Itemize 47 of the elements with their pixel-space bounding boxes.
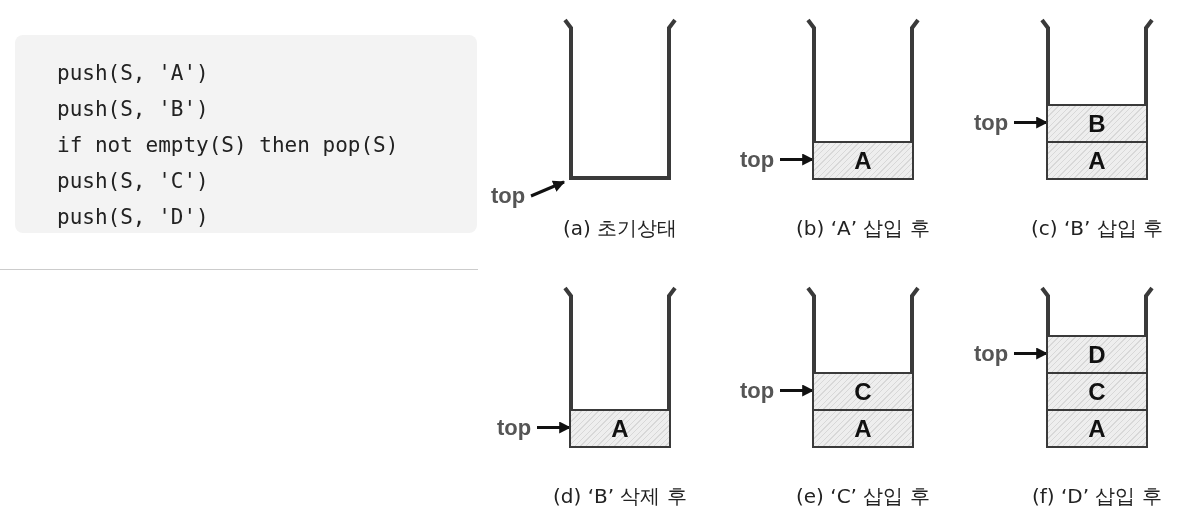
- pointer-label: top: [740, 378, 775, 403]
- pointer-label: top: [497, 415, 532, 440]
- pointer-arrow: [537, 421, 572, 434]
- stack-container: [565, 288, 675, 448]
- cell-letter: B: [1088, 111, 1106, 136]
- stack-cell: [814, 141, 912, 178]
- stack-cell: [814, 409, 912, 446]
- cell-letter: C: [854, 379, 872, 404]
- node-label: (c) ‘B’ 삽입 후: [1031, 216, 1164, 240]
- stack-container: [565, 20, 675, 180]
- stack-cell: [1048, 141, 1146, 178]
- stack-container: [1042, 20, 1152, 180]
- cell-letter: A: [854, 148, 872, 173]
- pointer-arrow: [1014, 116, 1049, 129]
- stack-cell: [1048, 372, 1146, 409]
- code-line: push(S, 'A'): [57, 60, 209, 87]
- cell-letter: C: [1088, 379, 1106, 404]
- cell-letter: A: [854, 416, 872, 441]
- stack-container: [1042, 288, 1152, 448]
- pointer-arrow: [780, 153, 815, 166]
- code-line: push(S, 'D'): [57, 204, 209, 231]
- pointer-label: top: [974, 110, 1009, 135]
- pointer-arrow: [530, 180, 566, 198]
- stack-cell: [1048, 409, 1146, 446]
- cell-letter: A: [1088, 148, 1106, 173]
- node-label: (b) ‘A’ 삽입 후: [796, 216, 930, 240]
- pointer-label: top: [974, 341, 1009, 366]
- cell-letter: D: [1088, 342, 1106, 367]
- code-line: if not empty(S) then pop(S): [57, 132, 399, 159]
- pointer-label: top: [491, 184, 526, 208]
- stack-cell: [571, 409, 669, 446]
- stack-cell: [1048, 335, 1146, 372]
- code-line: push(S, 'C'): [57, 168, 209, 195]
- stack-container: [808, 288, 918, 448]
- code-line: push(S, 'B'): [57, 96, 209, 123]
- cell-letter: A: [611, 416, 629, 441]
- stack-cell: [1048, 104, 1146, 141]
- stack-cell: [814, 372, 912, 409]
- cell-letter: A: [1088, 416, 1106, 441]
- pointer-arrow: [1014, 347, 1049, 360]
- node-label: (a) 초기상태: [563, 216, 678, 240]
- node-label: (f) ‘D’ 삽입 후: [1032, 484, 1162, 508]
- stack-container: [808, 20, 918, 180]
- pointer-arrow: [780, 384, 815, 397]
- pointer-label: top: [740, 147, 775, 172]
- node-label: (d) ‘B’ 삭제 후: [553, 484, 687, 508]
- node-label: (e) ‘C’ 삽입 후: [796, 484, 930, 508]
